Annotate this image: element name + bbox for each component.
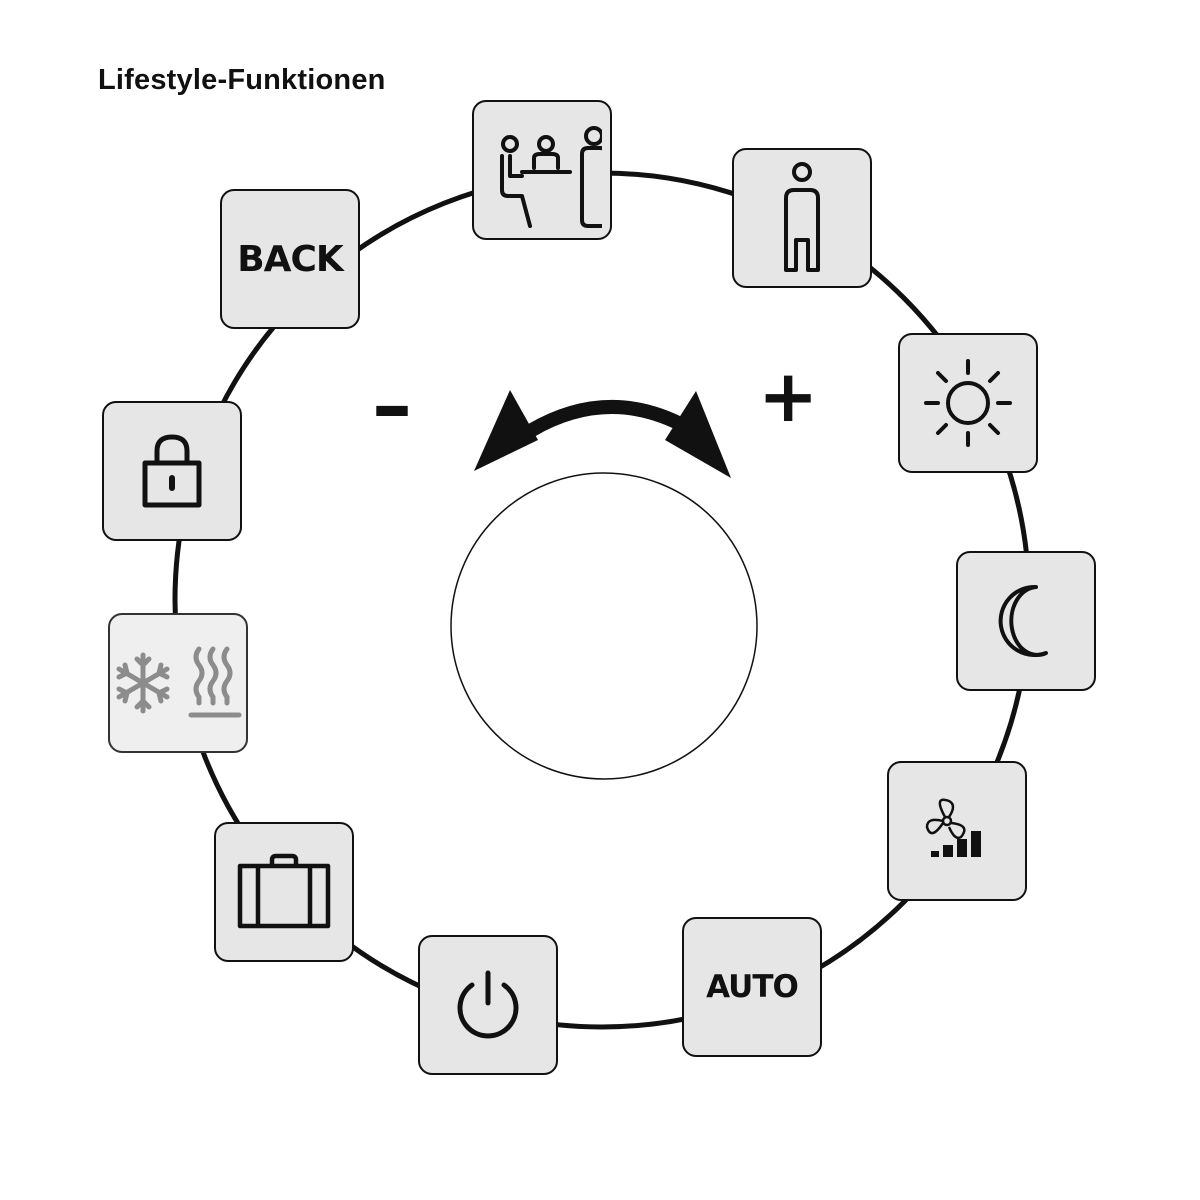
fan-speed-icon — [925, 798, 981, 857]
auto-label: AUTO — [706, 969, 799, 1005]
back-label: BACK — [237, 238, 344, 280]
tile-person[interactable] — [732, 148, 872, 288]
back-button[interactable]: BACK — [220, 189, 360, 329]
tile-lock[interactable] — [102, 401, 242, 541]
power-icon — [457, 970, 519, 1039]
decrease-sign[interactable]: – — [372, 359, 412, 452]
sun-icon — [924, 359, 1012, 447]
increase-sign[interactable]: + — [758, 354, 819, 438]
snowflake-heat-icon — [116, 646, 242, 718]
page-title: Lifestyle-Funktionen — [98, 64, 386, 96]
tile-sun[interactable] — [898, 333, 1038, 473]
lock-icon — [142, 434, 202, 508]
rotate-arrow-icon — [474, 390, 731, 478]
tile-suitcase[interactable] — [214, 822, 354, 962]
tile-fan-speed[interactable] — [887, 761, 1027, 901]
tile-power[interactable] — [418, 935, 558, 1075]
tile-snowflake-heat[interactable] — [108, 613, 248, 753]
auto-button[interactable]: AUTO — [682, 917, 822, 1057]
tile-moon[interactable] — [956, 551, 1096, 691]
rotary-knob[interactable] — [450, 472, 758, 780]
tile-group[interactable] — [472, 100, 612, 240]
person-icon — [784, 162, 820, 272]
people-group-icon — [500, 126, 602, 228]
suitcase-icon — [237, 853, 331, 929]
moon-icon — [998, 584, 1048, 657]
